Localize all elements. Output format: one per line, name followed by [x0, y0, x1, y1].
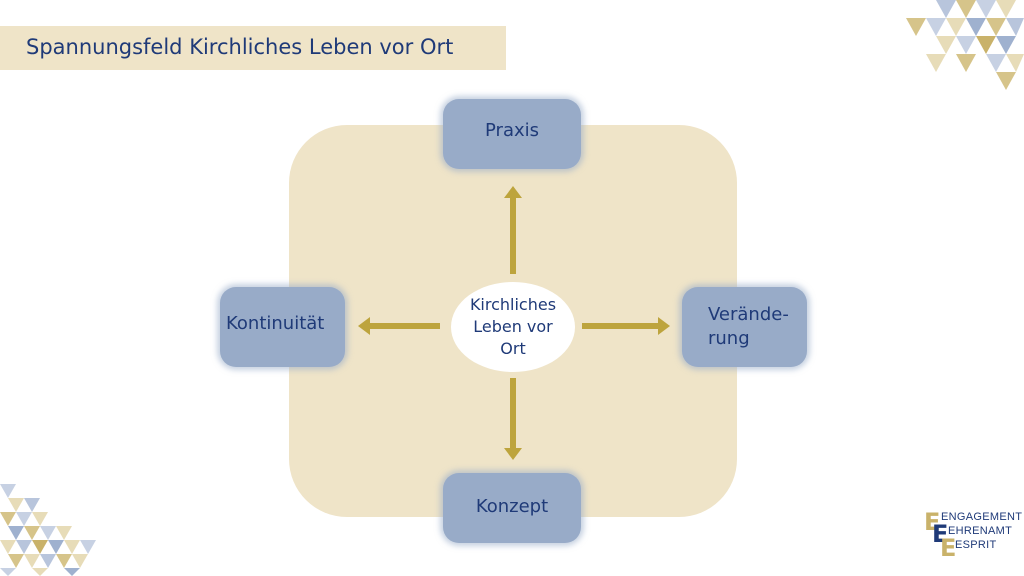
center-node: Kirchliches Leben vor Ort [451, 282, 575, 372]
node-veraenderung-label: Verände- rung [708, 304, 789, 349]
node-kontinuitaet-label: Kontinuität [226, 312, 325, 334]
logo: E E E ENGAGEMENT EHRENAMT ESPRIT [922, 508, 1022, 564]
node-kontinuitaet: Kontinuität [220, 287, 345, 367]
page-title: Spannungsfeld Kirchliches Leben vor Ort [26, 35, 454, 59]
arrow-left [358, 317, 440, 335]
logo-letter-1: E [924, 508, 941, 536]
title-bar: Spannungsfeld Kirchliches Leben vor Ort [0, 26, 506, 70]
center-node-label: Kirchliches Leben vor Ort [469, 295, 557, 358]
logo-word-ehrenamt: EHRENAMT [948, 525, 1013, 537]
node-praxis: Praxis [443, 99, 581, 169]
node-praxis-label: Praxis [485, 119, 539, 141]
triangle-pattern-top-right [906, 0, 1024, 90]
logo-letter-3: E [940, 534, 957, 562]
node-veraenderung: Verände- rung [682, 287, 807, 367]
logo-letter-2: E [932, 520, 949, 548]
arrow-up [504, 186, 522, 274]
node-konzept: Konzept [443, 473, 581, 543]
node-konzept-label: Konzept [475, 495, 549, 517]
triangle-pattern-bottom-left [0, 484, 96, 576]
arrow-down [504, 378, 522, 460]
arrow-right [582, 317, 670, 335]
logo-word-engagement: ENGAGEMENT [941, 511, 1023, 523]
logo-word-esprit: ESPRIT [955, 539, 997, 551]
